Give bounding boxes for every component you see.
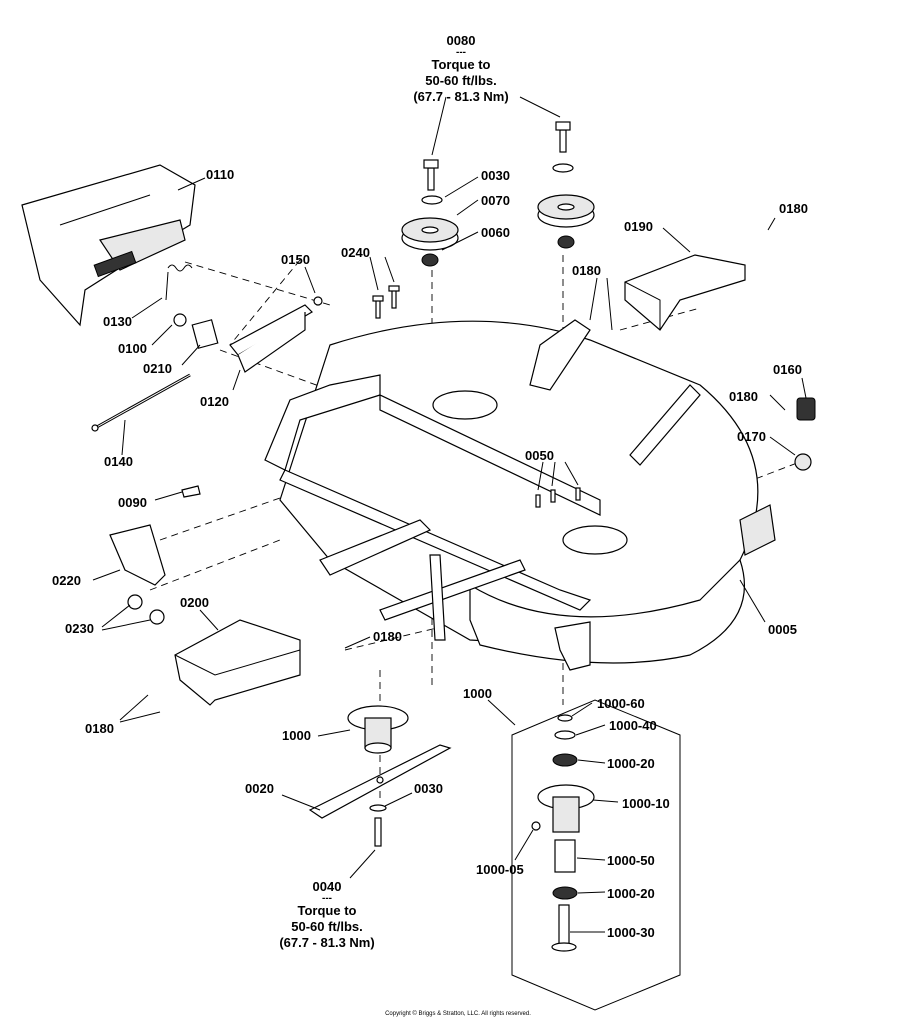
nut-0230a-part — [127, 594, 143, 610]
clip-part — [191, 319, 219, 349]
label-1000-30: 1000-30 — [607, 925, 655, 940]
spindle-assembly-part — [347, 705, 409, 754]
torque-bottom-part-number: 0040 — [312, 879, 342, 894]
copyright-notice: Copyright © Briggs & Stratton, LLC. All … — [385, 1011, 531, 1017]
label-0180-top-right: 0180 — [779, 201, 808, 216]
label-0150: 0150 — [281, 252, 310, 267]
label-0120: 0120 — [200, 394, 229, 409]
pulleys-part — [401, 194, 595, 267]
rear-deflector-part — [21, 164, 196, 327]
label-1000-box: 1000 — [463, 686, 492, 701]
label-1000-10: 1000-10 — [622, 796, 670, 811]
small-bolts-part — [372, 285, 581, 508]
rod-part — [91, 373, 191, 432]
label-0160: 0160 — [773, 362, 802, 377]
label-1000-05: 1000-05 — [476, 862, 524, 877]
torque-top-part-number: 0080 — [446, 33, 476, 48]
label-0180-bottom: 0180 — [373, 629, 402, 644]
torque-bottom-line3: (67.7 - 81.3 Nm) — [279, 935, 375, 950]
spring-part — [165, 264, 193, 301]
label-0210: 0210 — [143, 361, 172, 376]
label-1000-20-top: 1000-20 — [607, 756, 655, 771]
leader-lines — [92, 96, 807, 933]
label-0030-top: 0030 — [481, 168, 510, 183]
right-cover-part — [624, 254, 746, 331]
label-0240: 0240 — [341, 245, 370, 260]
label-0030-bottom: 0030 — [414, 781, 443, 796]
label-0060: 0060 — [481, 225, 510, 240]
torque-top-separator: --- — [456, 47, 466, 58]
nut-0230b-part — [149, 609, 165, 625]
label-1000-50: 1000-50 — [607, 853, 655, 868]
blade-part — [308, 744, 452, 819]
label-0050: 0050 — [525, 448, 554, 463]
label-1000-spindle: 1000 — [282, 728, 311, 743]
label-0110: 0110 — [206, 167, 235, 182]
label-0170: 0170 — [737, 429, 766, 444]
nut-part — [173, 313, 187, 327]
label-0230: 0230 — [65, 621, 94, 636]
label-1000-20-bottom: 1000-20 — [607, 886, 655, 901]
torque-top-line3: (67.7 - 81.3 Nm) — [413, 89, 509, 104]
deck-shell-part — [279, 320, 776, 664]
torque-note-top: 0080 --- Torque to 50-60 ft/lbs. (67.7 -… — [391, 33, 531, 105]
label-0090: 0090 — [118, 495, 147, 510]
label-0005: 0005 — [768, 622, 797, 637]
bracket-part — [229, 296, 323, 373]
label-0100: 0100 — [118, 341, 147, 356]
label-0070: 0070 — [481, 193, 510, 208]
washer-0030-part — [369, 804, 387, 812]
fitting-part — [794, 397, 816, 471]
torque-bottom-line1: Torque to — [297, 903, 357, 918]
label-0190: 0190 — [624, 219, 653, 234]
torque-top-line2: 50-60 ft/lbs. — [425, 73, 497, 88]
label-0180-bottom-left: 0180 — [85, 721, 114, 736]
label-0180-right: 0180 — [729, 389, 758, 404]
pin-part — [181, 485, 201, 498]
label-0180-mid: 0180 — [572, 263, 601, 278]
label-0020: 0020 — [245, 781, 274, 796]
torque-note-bottom: 0040 --- Torque to 50-60 ft/lbs. (67.7 -… — [257, 879, 397, 951]
label-1000-60: 1000-60 — [597, 696, 645, 711]
label-0200: 0200 — [180, 595, 209, 610]
lower-bracket-part — [109, 524, 166, 586]
label-0130: 0130 — [103, 314, 132, 329]
torque-top-line1: Torque to — [431, 57, 491, 72]
deck-frame-part — [264, 319, 701, 671]
spindle-detail-box — [511, 699, 681, 1011]
label-0220: 0220 — [52, 573, 81, 588]
torque-bottom-line2: 50-60 ft/lbs. — [291, 919, 363, 934]
bolt-0040-part — [374, 817, 382, 847]
torque-bottom-separator: --- — [322, 893, 332, 904]
left-cover-part — [174, 619, 301, 706]
label-1000-40: 1000-40 — [609, 718, 657, 733]
top-bolts-part — [421, 121, 574, 205]
label-0140: 0140 — [104, 454, 133, 469]
